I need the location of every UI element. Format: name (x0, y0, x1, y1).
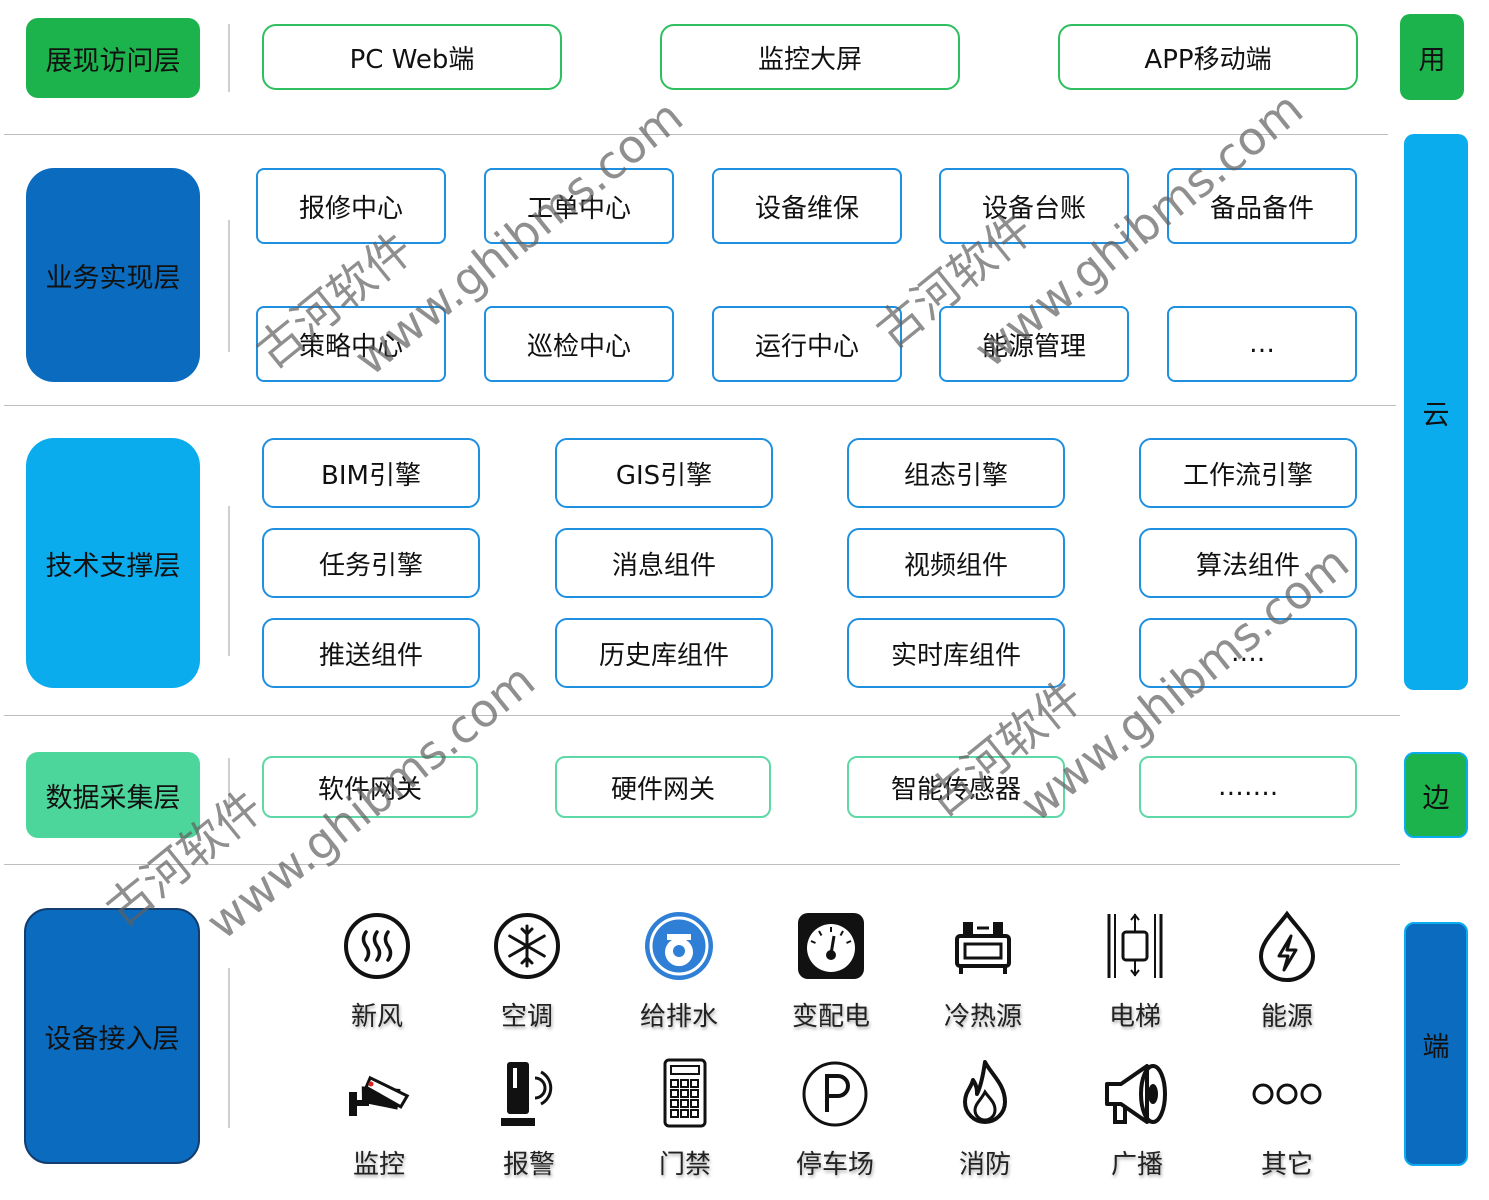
water-pump-icon (645, 912, 713, 980)
tech-box: 历史库组件 (555, 618, 773, 688)
fresh-air-icon (344, 913, 410, 979)
parking-icon (802, 1061, 868, 1127)
camera-icon (349, 1075, 410, 1116)
separator-4 (4, 864, 1400, 865)
separator-1 (4, 134, 1388, 135)
tech-box: 组态引擎 (847, 438, 1065, 508)
business-box: 设备台账 (939, 168, 1129, 244)
device-label: 消防 (958, 1150, 1011, 1180)
app-mobile-box: APP移动端 (1058, 24, 1358, 90)
alarm-icon (501, 1062, 553, 1126)
tech-box: GIS引擎 (555, 438, 773, 508)
side-tag-app: 用 (1400, 14, 1464, 100)
device-label: 新风 (350, 1002, 403, 1032)
device-broadcast: 广播 (1082, 1058, 1192, 1181)
device-energy: 能源 (1232, 910, 1342, 1033)
monitor-screen-box: 监控大屏 (660, 24, 960, 90)
technical-layer-label: 技术支撑层 (26, 438, 200, 688)
business-box: 设备维保 (712, 168, 902, 244)
device-camera: 监控 (324, 1058, 434, 1181)
tech-box: 任务引擎 (262, 528, 480, 598)
device-label: 能源 (1260, 1002, 1313, 1032)
keypad-icon (663, 1058, 707, 1128)
separator-2 (4, 405, 1396, 406)
divider-business (228, 220, 230, 352)
business-box: 能源管理 (939, 306, 1129, 382)
business-box: 运行中心 (712, 306, 902, 382)
side-tag-edge: 边 (1404, 752, 1468, 838)
device-power: 变配电 (776, 910, 886, 1033)
device-label: 监控 (352, 1150, 405, 1180)
device-label: 变配电 (791, 1002, 870, 1032)
device-label: 空调 (500, 1002, 553, 1032)
device-parking: 停车场 (780, 1058, 890, 1181)
device-label: 电梯 (1108, 1002, 1161, 1032)
device-air-conditioner: 空调 (472, 910, 582, 1033)
divider-technical (228, 506, 230, 656)
data-box: 智能传感器 (847, 756, 1065, 818)
data-box-more: ……. (1139, 756, 1357, 818)
device-water-pump: 给排水 (624, 910, 734, 1033)
tech-box: BIM引擎 (262, 438, 480, 508)
tech-box-more: …. (1139, 618, 1357, 688)
separator-3 (4, 715, 1400, 716)
presentation-layer-label: 展现访问层 (26, 18, 200, 98)
power-meter-icon (798, 913, 864, 979)
device-label: 冷热源 (943, 1002, 1022, 1032)
device-access-control: 门禁 (630, 1058, 740, 1181)
side-tag-terminal: 端 (1404, 922, 1468, 1166)
device-fresh-air: 新风 (322, 910, 432, 1033)
tech-box: 实时库组件 (847, 618, 1065, 688)
device-alarm: 报警 (474, 1058, 584, 1181)
business-box: 备品备件 (1167, 168, 1357, 244)
device-elevator: 电梯 (1080, 910, 1190, 1033)
device-fire: 消防 (930, 1058, 1040, 1181)
business-box: 工单中心 (484, 168, 674, 244)
data-layer-label: 数据采集层 (26, 752, 200, 838)
device-label: 停车场 (795, 1150, 874, 1180)
business-box-more: … (1167, 306, 1357, 382)
tech-box: 推送组件 (262, 618, 480, 688)
tech-box: 视频组件 (847, 528, 1065, 598)
business-layer-label: 业务实现层 (26, 168, 200, 382)
device-chiller: 冷热源 (928, 910, 1038, 1033)
divider-device (228, 968, 230, 1128)
device-label: 报警 (502, 1150, 555, 1180)
device-label: 给排水 (639, 1002, 718, 1032)
more-icon (1252, 1083, 1322, 1105)
air-conditioner-icon (494, 913, 560, 979)
side-tag-cloud: 云 (1404, 134, 1468, 690)
divider-data (228, 758, 230, 808)
data-box: 软件网关 (262, 756, 478, 818)
energy-drop-icon (1258, 910, 1316, 982)
chiller-icon (955, 922, 1011, 974)
megaphone-icon (1105, 1064, 1167, 1124)
device-label: 其它 (1260, 1150, 1313, 1180)
business-box: 报修中心 (256, 168, 446, 244)
device-layer-label: 设备接入层 (24, 908, 200, 1164)
tech-box: 算法组件 (1139, 528, 1357, 598)
device-label: 广播 (1110, 1150, 1163, 1180)
device-label: 门禁 (658, 1150, 711, 1180)
business-box: 巡检中心 (484, 306, 674, 382)
elevator-icon (1107, 913, 1163, 978)
divider-presentation (228, 24, 230, 92)
device-other: 其它 (1232, 1058, 1342, 1181)
fire-icon (963, 1060, 1007, 1124)
business-box: 策略中心 (256, 306, 446, 382)
tech-box: 消息组件 (555, 528, 773, 598)
tech-box: 工作流引擎 (1139, 438, 1357, 508)
pc-web-box: PC Web端 (262, 24, 562, 90)
data-box: 硬件网关 (555, 756, 771, 818)
